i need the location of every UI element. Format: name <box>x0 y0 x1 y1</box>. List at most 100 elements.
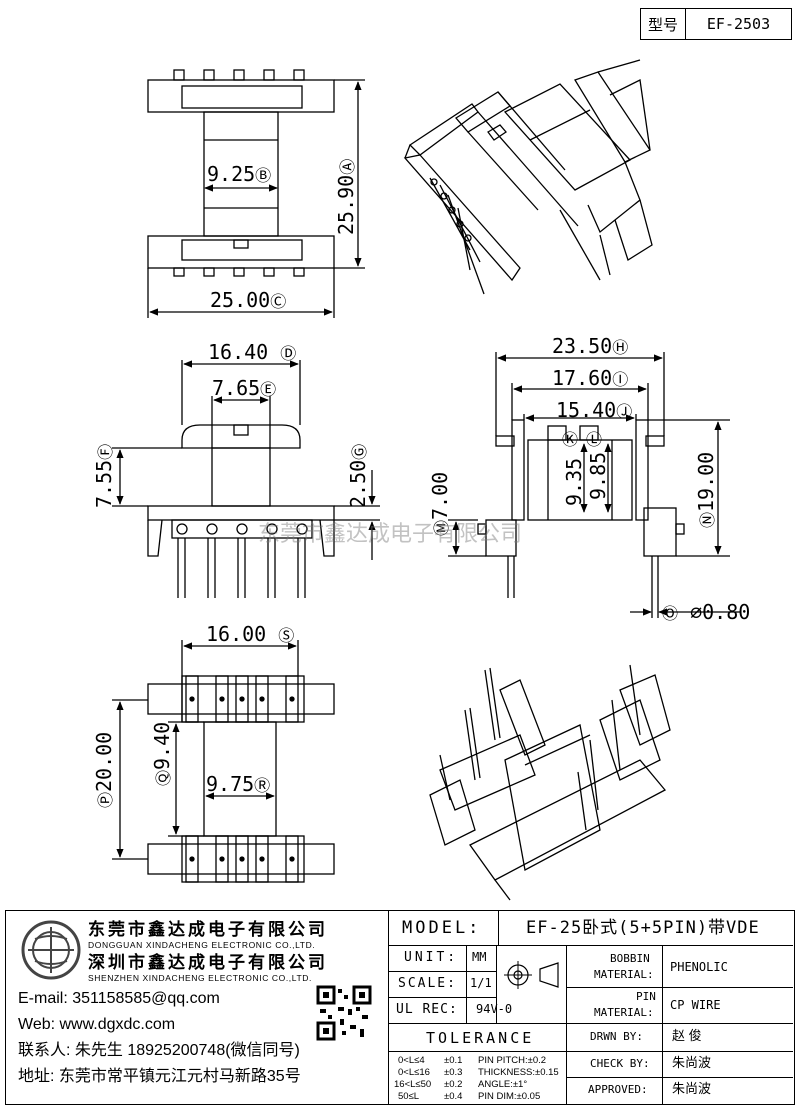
dim-r: 9.75Ⓡ <box>206 772 271 796</box>
tol-value-0: ±0.1 <box>444 1055 463 1066</box>
tol-spec-3: PIN DIM:±0.05 <box>478 1091 541 1102</box>
dim-i-value: 17.60 <box>552 366 613 390</box>
model-label: MODEL: <box>402 918 482 938</box>
tolerance-label: TOLERANCE <box>426 1029 535 1047</box>
tol-value-2: ±0.2 <box>444 1079 463 1090</box>
dim-g-value: 2.50 <box>346 459 370 508</box>
dim-l-marker: Ⓛ <box>586 430 603 449</box>
ul-rec-label: UL REC: <box>396 1002 458 1017</box>
header-model-label: 型号 <box>641 9 686 39</box>
front-view <box>147 69 365 318</box>
bobbin-label-1: BOBBIN <box>610 952 650 965</box>
divider <box>566 1023 793 1024</box>
dim-e: 7.65Ⓔ <box>212 376 277 400</box>
unit-label: UNIT: <box>404 950 459 965</box>
dim-s: 16.00 Ⓢ <box>206 622 295 646</box>
dim-k-value: 9.35 <box>562 457 586 506</box>
divider <box>566 945 567 1104</box>
divider <box>466 945 467 1023</box>
dim-o: Ⓞ ⌀0.80 <box>662 600 751 624</box>
tol-value-1: ±0.3 <box>444 1067 463 1078</box>
divider <box>566 987 793 988</box>
approved-value: 朱尚波 <box>672 1081 712 1096</box>
dim-h-value: 23.50 <box>552 334 613 358</box>
dim-b-value: 9.25 <box>207 162 256 186</box>
dim-o-value: 0.80 <box>702 600 751 624</box>
tol-spec-1: THICKNESS:±0.15 <box>478 1067 559 1078</box>
dim-j: 15.40Ⓙ <box>556 398 633 422</box>
header-model-value: EF-2503 <box>706 15 771 33</box>
end-view <box>448 352 740 618</box>
divider <box>388 1051 566 1052</box>
tol-range-2: 16<L≤50 <box>394 1079 432 1090</box>
check-value: 朱尚波 <box>672 1055 712 1070</box>
dim-j-value: 15.40 <box>556 398 617 422</box>
tol-range-1: 0<L≤16 <box>398 1067 430 1078</box>
drwn-label: DRWN BY: <box>590 1030 643 1043</box>
scale-value: 1/1 <box>470 976 492 990</box>
dim-s-value: 16.00 <box>206 622 267 646</box>
header-model-box: 型号 EF-2503 <box>640 8 792 40</box>
dim-c: 25.00Ⓒ <box>210 288 287 312</box>
watermark: 东莞市鑫达成电子有限公司 <box>258 521 523 546</box>
tol-range-0: 0<L≤4 <box>398 1055 425 1066</box>
divider <box>498 911 499 945</box>
company-web: Web: www.dgxdc.com <box>18 1016 176 1033</box>
tol-range-3: 50≤L <box>398 1091 420 1102</box>
company-logo-icon <box>21 920 81 980</box>
company-name-sz-en: SHENZHEN XINDACHENG ELECTRONIC CO.,LTD. <box>88 973 312 983</box>
company-name-dg-en: DONGGUAN XINDACHENG ELECTRONIC CO.,LTD. <box>88 940 316 950</box>
model-value: EF-25卧式(5+5PIN)带VDE <box>526 918 760 938</box>
isometric-view-bottom <box>429 664 671 901</box>
dim-k-marker: Ⓚ <box>562 430 579 449</box>
tol-spec-2: ANGLE:±1° <box>478 1079 528 1090</box>
dim-f: 7.55Ⓕ <box>92 443 116 508</box>
company-name-dg: 东莞市鑫达成电子有限公司 <box>88 920 328 939</box>
bottom-view <box>112 640 335 883</box>
dim-e-value: 7.65 <box>212 376 261 400</box>
dim-a-value: 25.90 <box>334 174 358 235</box>
dim-m-value: 7.00 <box>428 471 452 520</box>
dim-a: 25.90Ⓐ <box>334 158 358 235</box>
scale-label: SCALE: <box>398 976 457 991</box>
dim-p: Ⓟ20.00 <box>92 731 116 808</box>
divider <box>388 911 389 1104</box>
unit-value: MM <box>472 950 487 964</box>
dim-l-value: 9.85 <box>586 451 610 500</box>
divider <box>566 1077 793 1078</box>
dim-q: Ⓠ9.40 <box>150 721 174 786</box>
drwn-value: 赵 俊 <box>672 1028 702 1043</box>
dim-r-value: 9.75 <box>206 772 255 796</box>
dim-g: 2.50Ⓖ <box>346 443 370 508</box>
pin-label-1: PIN <box>636 990 656 1003</box>
ul-rec-value: 94V-0 <box>476 1002 513 1016</box>
company-name-sz: 深圳市鑫达成电子有限公司 <box>88 953 328 972</box>
company-email: E-mail: 351158585@qq.com <box>18 990 220 1007</box>
isometric-view-top <box>403 59 653 295</box>
projection-symbol-icon <box>504 961 559 989</box>
dim-d: 16.40 Ⓓ <box>208 340 297 364</box>
divider <box>496 945 497 1023</box>
dim-p-value: 20.00 <box>92 731 116 792</box>
dim-q-value: 9.40 <box>150 721 174 770</box>
pin-value: CP WIRE <box>670 998 721 1012</box>
divider <box>388 945 793 946</box>
approved-label: APPROVED: <box>588 1083 648 1096</box>
side-view <box>112 360 380 598</box>
company-contact: 联系人: 朱先生 18925200748(微信同号) <box>18 1042 300 1059</box>
technical-drawing <box>112 59 740 901</box>
title-block: 东莞市鑫达成电子有限公司 DONGGUAN XINDACHENG ELECTRO… <box>5 910 795 1105</box>
dim-c-value: 25.00 <box>210 288 271 312</box>
divider <box>566 1051 793 1052</box>
dim-b: 9.25Ⓑ <box>207 162 272 186</box>
dim-n: Ⓝ19.00 <box>694 451 718 528</box>
bobbin-label-2: MATERIAL: <box>594 968 654 981</box>
bobbin-value: PHENOLIC <box>670 960 728 974</box>
dim-i: 17.60Ⓘ <box>552 366 629 390</box>
pin-label-2: MATERIAL: <box>594 1006 654 1019</box>
divider <box>662 945 663 1104</box>
divider <box>388 1023 566 1024</box>
dim-h: 23.50Ⓗ <box>552 334 629 358</box>
divider <box>388 971 496 972</box>
company-address: 地址: 东莞市常平镇元江元村马新路35号 <box>18 1068 301 1085</box>
